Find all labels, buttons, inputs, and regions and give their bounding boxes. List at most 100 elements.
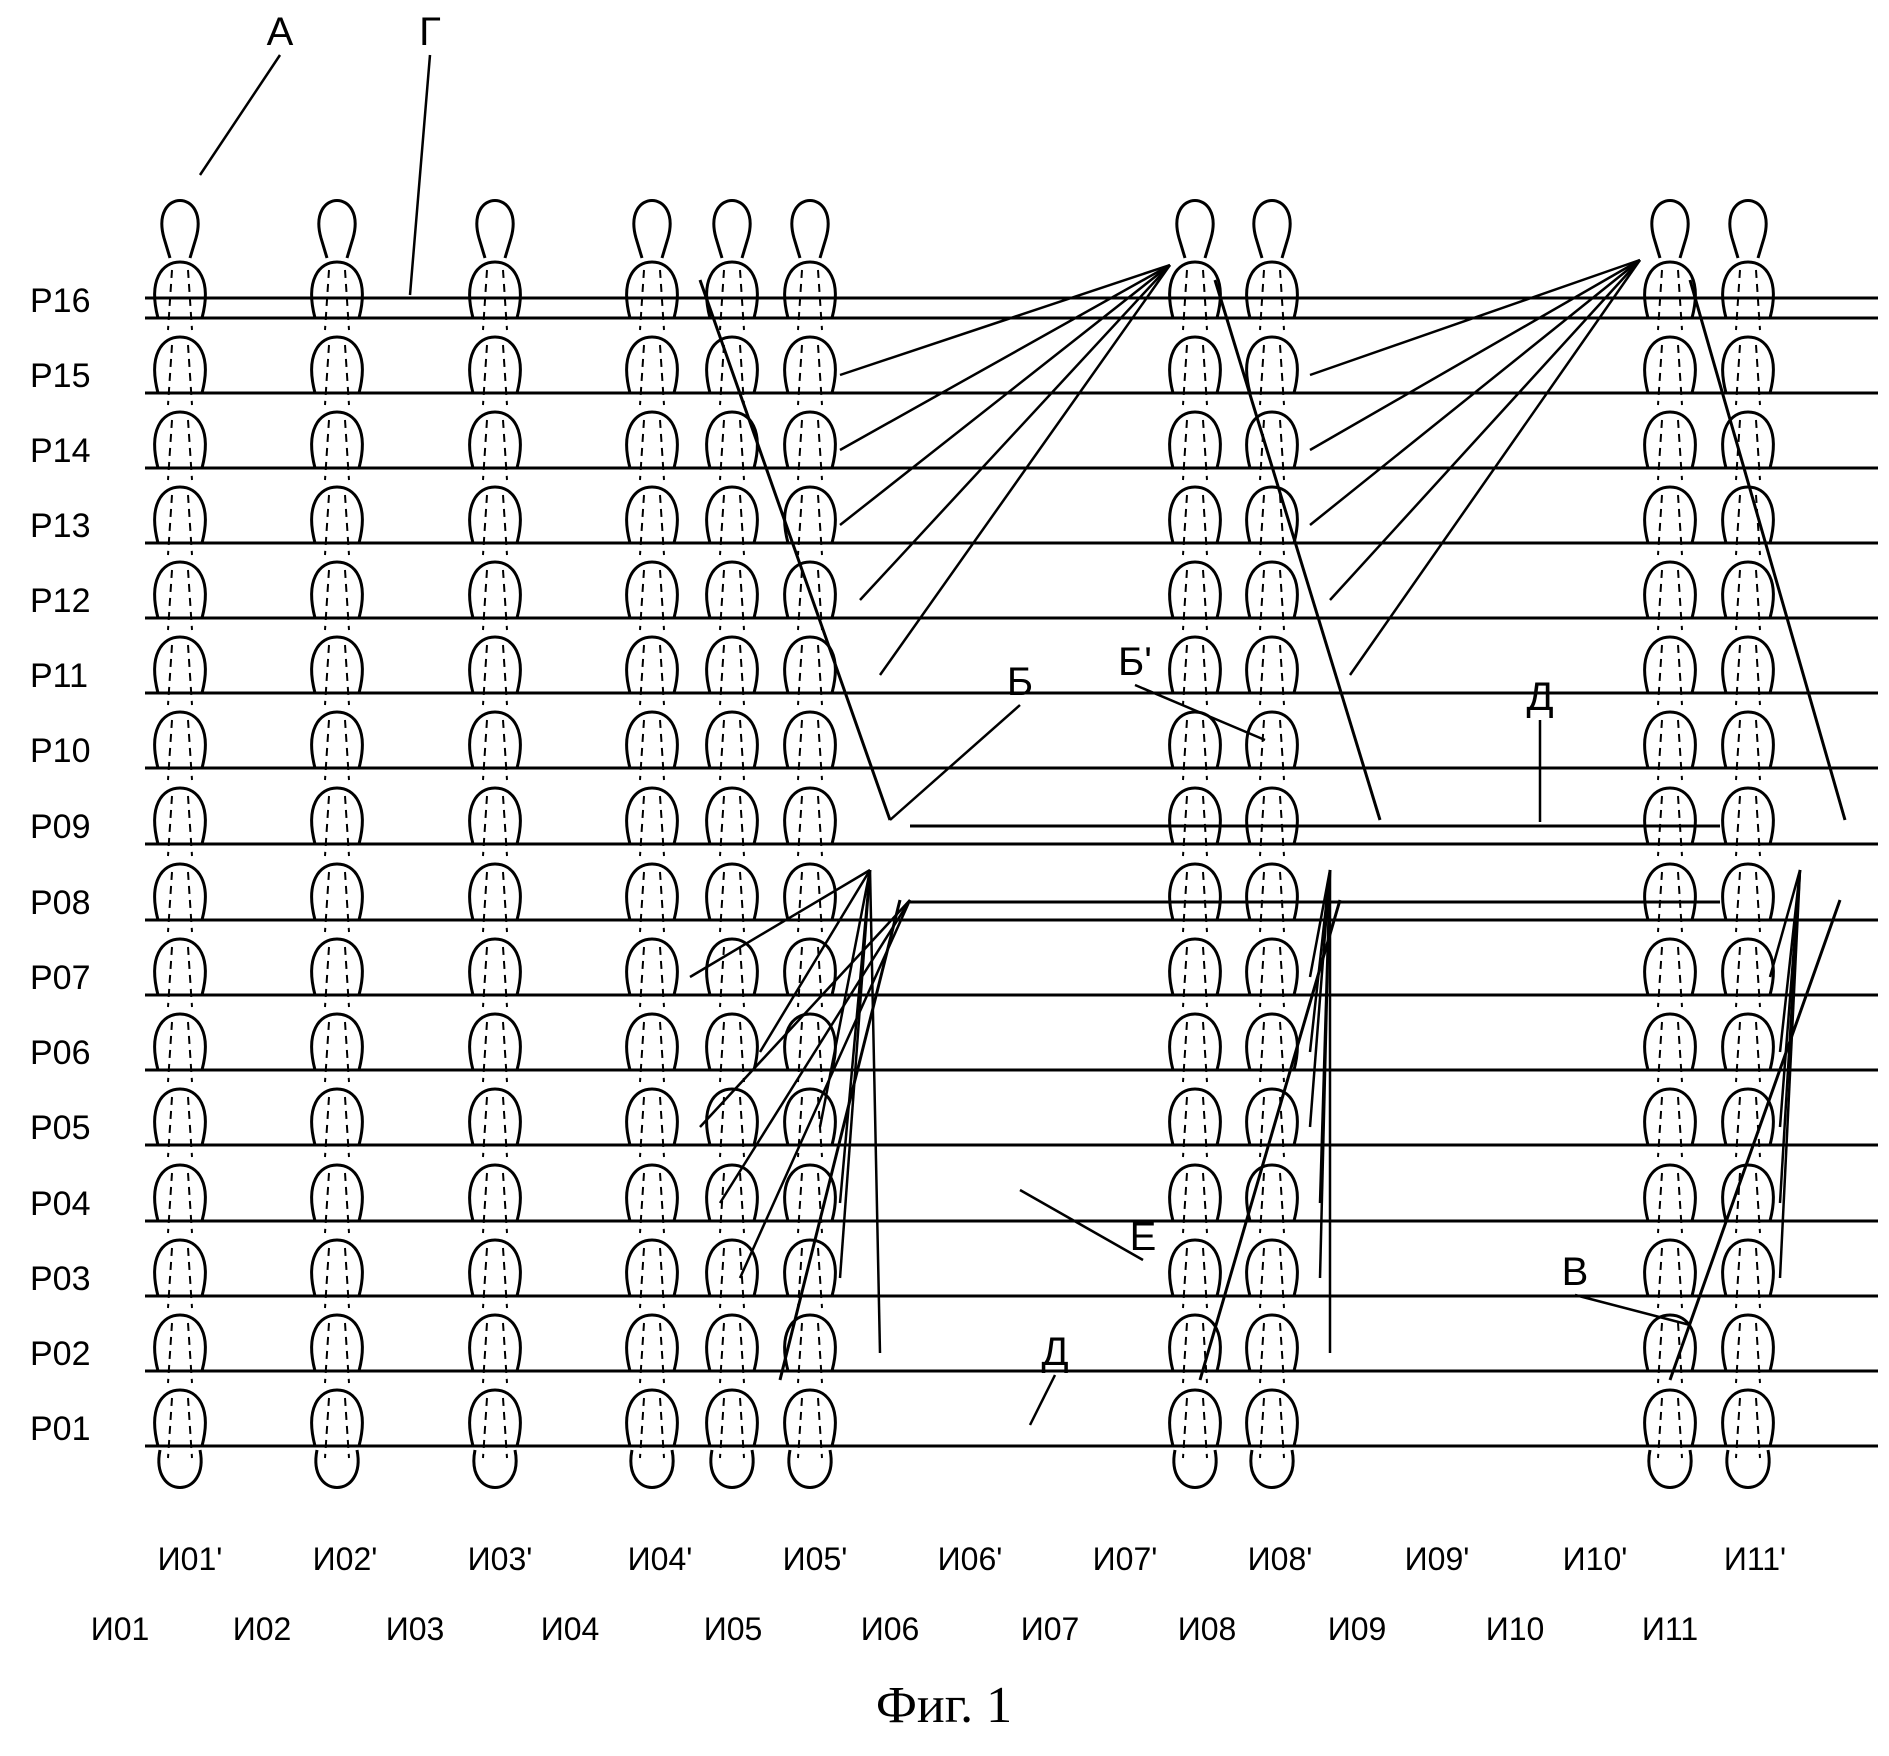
loop-leg (1658, 270, 1682, 330)
tuck-strand (780, 900, 900, 1380)
row-label: P12 (30, 582, 91, 620)
knit-loop (1170, 637, 1221, 693)
loop-leg (798, 420, 822, 480)
loop-leg (483, 872, 507, 932)
knit-loop (1723, 487, 1774, 543)
fan-line-upper (1330, 260, 1640, 600)
labels: P16P15P14P13P12P11P10P09P08P07P06P05P04P… (30, 10, 1786, 1734)
knit-loop (1170, 1089, 1221, 1145)
loop-leg (640, 1323, 664, 1383)
loop-leg (168, 872, 192, 932)
knit-loop (707, 1240, 758, 1296)
row-label: P15 (30, 357, 91, 395)
knit-loop (312, 712, 363, 768)
callout-label: Б' (1118, 640, 1152, 684)
knit-loop (627, 939, 678, 995)
knit-loop (470, 487, 521, 543)
knit-loop (1723, 1390, 1774, 1446)
fan-line-upper (860, 265, 1170, 600)
loop-leg (1736, 1022, 1760, 1082)
loop-leg (1658, 1022, 1682, 1082)
knit-loop (627, 1240, 678, 1296)
loop-leg (1183, 720, 1207, 780)
col-label-bottom: И05 (704, 1611, 763, 1647)
knit-loop (1645, 1240, 1696, 1296)
knit-loop (1170, 1014, 1221, 1070)
loop-leg (640, 570, 664, 630)
loop-head (792, 201, 828, 259)
col-label-top: И05' (783, 1541, 848, 1577)
loop-leg (1260, 1398, 1284, 1458)
knit-loop (470, 637, 521, 693)
loop-leg (1736, 872, 1760, 932)
knit-loop (312, 487, 363, 543)
knit-loop (155, 487, 206, 543)
loop-leg (640, 947, 664, 1007)
knit-loop (785, 262, 836, 318)
loop-leg (168, 645, 192, 705)
knit-loop (155, 1089, 206, 1145)
loop-leg (720, 570, 744, 630)
loop-leg (168, 1323, 192, 1383)
float-fan-lines (690, 260, 1845, 1380)
loop-head (162, 201, 198, 259)
col-label-bottom: И08 (1178, 1611, 1237, 1647)
loop-leg (720, 1097, 744, 1157)
loop-leg (1183, 495, 1207, 555)
knit-loop (1723, 864, 1774, 920)
knit-loop (155, 412, 206, 468)
knit-loop (1170, 1315, 1221, 1371)
knit-loop (1645, 864, 1696, 920)
col-label-bottom: И10 (1486, 1611, 1545, 1647)
knit-loop (785, 864, 836, 920)
knit-loop (1247, 412, 1298, 468)
loop-bottom (1649, 1450, 1691, 1488)
callout-leader (1020, 1190, 1143, 1260)
loop-bottom (1727, 1450, 1769, 1488)
row-label: P11 (30, 657, 88, 695)
knit-loop (470, 1014, 521, 1070)
knit-loop (1723, 262, 1774, 318)
loop-leg (720, 1398, 744, 1458)
loop-leg (483, 1173, 507, 1233)
knit-loop (1247, 864, 1298, 920)
knit-loop (470, 712, 521, 768)
col-label-top: И11' (1724, 1541, 1786, 1577)
loop-leg (1260, 1022, 1284, 1082)
loop-leg (1183, 420, 1207, 480)
knit-loop (785, 788, 836, 844)
knit-loop (627, 1089, 678, 1145)
loop-leg (640, 1022, 664, 1082)
knit-loop (155, 1390, 206, 1446)
knit-loop (312, 412, 363, 468)
knit-loop (707, 864, 758, 920)
col-label-bottom: И11 (1642, 1611, 1698, 1647)
knit-loop (1645, 487, 1696, 543)
knit-loop (155, 337, 206, 393)
loop-leg (720, 720, 744, 780)
loop-leg (1183, 270, 1207, 330)
knit-loop (707, 487, 758, 543)
knit-loop (1170, 412, 1221, 468)
col-label-bottom: И02 (233, 1611, 292, 1647)
loop-leg (798, 796, 822, 856)
knit-loop (1247, 788, 1298, 844)
loop-leg (720, 495, 744, 555)
knit-loop (155, 788, 206, 844)
loop-leg (1658, 570, 1682, 630)
loop-leg (1183, 1248, 1207, 1308)
loop-leg (640, 420, 664, 480)
loop-leg (325, 1323, 349, 1383)
knit-loop (1170, 864, 1221, 920)
knit-loop (785, 712, 836, 768)
row-label: P09 (30, 808, 91, 846)
knit-loop (470, 1240, 521, 1296)
knit-loop (1723, 562, 1774, 618)
loop-leg (1183, 1173, 1207, 1233)
knit-loop (1723, 712, 1774, 768)
loop-bottom (789, 1450, 831, 1488)
loop-leg (640, 872, 664, 932)
knit-loop (1723, 1240, 1774, 1296)
loop-head (1730, 201, 1766, 259)
loop-leg (1736, 570, 1760, 630)
